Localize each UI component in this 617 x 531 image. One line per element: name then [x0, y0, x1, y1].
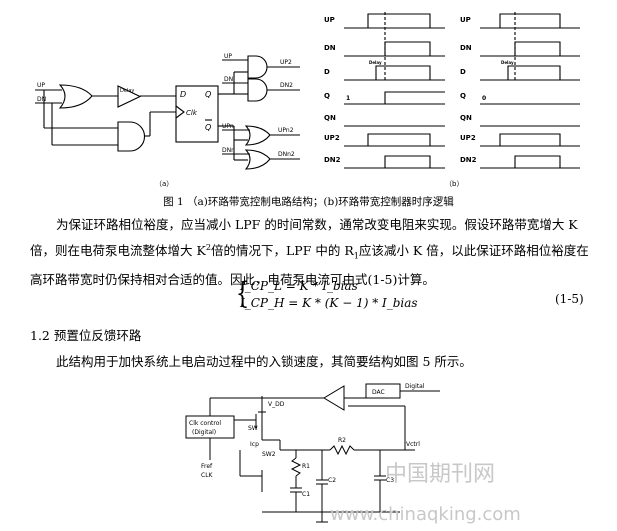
label-dnn: DNn: [222, 147, 235, 154]
ff-q-label: Q: [205, 90, 211, 99]
timing-one: 1: [346, 95, 350, 102]
timing-label-dn2: DN2: [324, 156, 341, 164]
timing-label-qn: QN: [324, 114, 336, 122]
paragraph-1-part-c: 应该减小 K 倍，以此保证环路相位裕度在高环路带宽时仍保持相对合适的值。因此，电…: [30, 243, 589, 287]
timing-q-wave: [344, 91, 445, 105]
fig2-r2: R2: [338, 437, 346, 444]
timing-label-d: D: [324, 68, 330, 76]
timing-label-q: Q: [324, 92, 330, 100]
paragraph-1: 为保证环路相位裕度，应当减小 LPF 的时间常数，通常改变电阻来实现。假设环路带…: [30, 213, 600, 291]
fig-b-label: （b）: [445, 180, 463, 188]
timing-dn2-wave: [480, 155, 561, 169]
timing-up2-wave: [480, 133, 561, 147]
label-dnn2: DNn2: [278, 151, 295, 158]
timing-delay-label: Delay: [369, 60, 382, 65]
gate-up-in: UP: [224, 53, 232, 60]
fig2-clk-control-sub: (Digital): [192, 429, 216, 436]
timing-label-up: UP: [460, 16, 471, 24]
formula-line-2: I_CP_H = K * (K − 1) * I_bias: [240, 296, 418, 310]
timing-label-qn: QN: [460, 114, 472, 122]
watermark-url: www.chinaqking.com: [330, 504, 521, 525]
fig2-vdd: V_DD: [268, 401, 285, 408]
timing-label-q: Q: [460, 92, 466, 100]
fig2-c3: C3: [386, 477, 394, 484]
label-dn: DN: [37, 96, 46, 103]
timing-up2-wave: [344, 133, 431, 147]
timing-d-wave: [480, 65, 561, 81]
equation-number: (1-5): [555, 292, 584, 306]
fig2-vctrl: Vctrl: [406, 441, 420, 448]
timing-label-up: UP: [324, 16, 335, 24]
paragraph-2: 此结构用于加快系统上电启动过程中的入锁速度，其简要结构如图 5 所示。: [56, 354, 472, 369]
label-upn2: UPn2: [278, 127, 294, 134]
figure-caption: 图 1 （a)环路带宽控制电路结构；(b)环路带宽控制器时序逻辑: [163, 196, 454, 208]
timing-label-dn2: DN2: [460, 156, 477, 164]
figure-1: UP DN Delay D Q Clk Q UP DN UP2 DN2 UPn …: [35, 12, 580, 188]
label-upn: UPn: [222, 123, 234, 130]
ff-clk-label: Clk: [186, 109, 198, 117]
timing-label-d: D: [460, 68, 466, 76]
ff-qbar-label: Q: [205, 123, 211, 132]
fig2-fref: Fref: [201, 463, 213, 470]
fig2-c1: C1: [302, 491, 310, 498]
fig2-icp: Icp: [250, 441, 259, 448]
ff-d-label: D: [180, 90, 186, 99]
fig2-c2: C2: [328, 477, 336, 484]
watermark-cn: 中国期刊网: [385, 462, 496, 487]
timing-d-wave: [344, 65, 431, 81]
fig2-dac: DAC: [372, 389, 385, 396]
timing-dn2-wave: [344, 155, 431, 169]
gate-dn-in: DN: [224, 76, 233, 83]
formula-brace: {: [235, 276, 250, 311]
label-dn2: DN2: [280, 82, 293, 89]
paragraph-1-part-b: 倍的情况下，LPF 中的 R: [210, 243, 354, 259]
timing-dn-wave: [480, 41, 561, 57]
formula-line-1: I_CP_L = K * I_bias: [240, 279, 358, 293]
timing-zero: 0: [482, 95, 486, 102]
timing-label-dn: DN: [324, 44, 336, 52]
label-delay: Delay: [120, 88, 134, 94]
timing-label-dn: DN: [460, 44, 472, 52]
paragraph-1-sub: 1: [353, 250, 359, 261]
timing-label-up2: UP2: [460, 134, 476, 142]
timing-up-wave: [344, 13, 431, 29]
fig2-sw2: SW2: [262, 451, 276, 458]
paragraph-1-sup: 2: [205, 242, 211, 252]
formula: I_CP_L = K * I_bias I_CP_H = K * (K − 1)…: [240, 279, 418, 313]
fig2-clk-control: Clk control: [189, 420, 221, 427]
timing-dn-wave: [344, 41, 431, 57]
label-up: UP: [37, 82, 45, 89]
timing-delay-label: Delay: [501, 60, 514, 65]
fig2-sw: SW: [248, 425, 258, 432]
fig-a-label: （a）: [155, 180, 173, 188]
label-up2: UP2: [280, 59, 292, 66]
timing-label-up2: UP2: [324, 134, 340, 142]
figure-2: DAC Digital Clk control (Digital) V_DD S…: [185, 383, 440, 523]
paragraph-1-part-a: 为保证环路相位裕度，应当减小 LPF 的时间常数，通常改变电阻来实现。假设环路带…: [30, 217, 578, 259]
fig2-r1: R1: [302, 463, 310, 470]
section-heading: 1.2 预置位反馈环路: [30, 328, 142, 343]
timing-up-wave: [480, 13, 561, 29]
fig2-clk: CLK: [201, 472, 214, 479]
fig2-digital: Digital: [405, 383, 425, 390]
